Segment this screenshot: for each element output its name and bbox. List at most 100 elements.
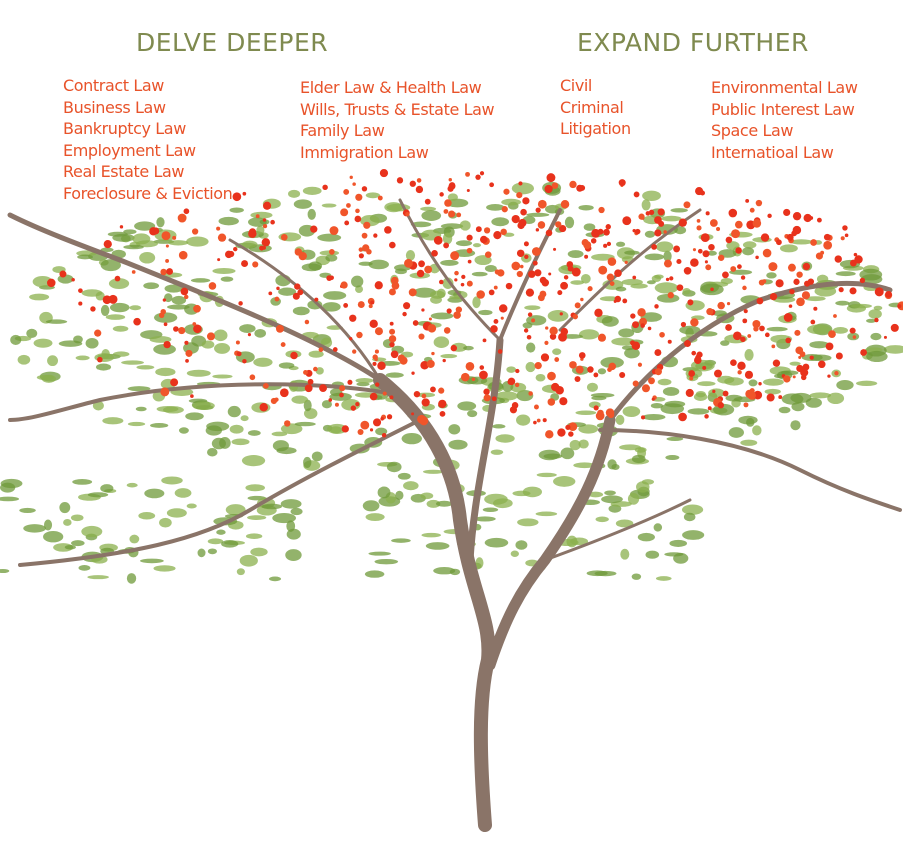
leaf-cluster <box>850 303 872 309</box>
leaf-cluster <box>430 290 446 299</box>
leaf-cluster <box>742 241 757 249</box>
leaf-cluster <box>256 225 265 235</box>
flower <box>304 384 313 393</box>
flower <box>632 275 637 280</box>
flower <box>389 341 395 348</box>
leaf-cluster <box>190 278 211 283</box>
flower <box>349 175 353 179</box>
flower <box>460 282 465 287</box>
leaf-cluster <box>866 318 877 323</box>
leaf-cluster <box>515 540 528 550</box>
leaf-cluster <box>29 293 50 301</box>
leaf-cluster <box>586 382 598 392</box>
expand-further-list-2: Environmental Law Public Interest Law Sp… <box>711 77 858 163</box>
flower <box>541 278 550 287</box>
leaf-cluster <box>218 216 239 226</box>
leaf-cluster <box>63 518 72 526</box>
flower <box>78 288 83 293</box>
flower <box>328 249 335 255</box>
leaf-cluster <box>491 217 510 227</box>
flower <box>294 283 301 290</box>
flower <box>783 313 793 322</box>
flower <box>275 324 284 333</box>
leaf-cluster <box>420 492 434 500</box>
leaf-cluster <box>164 293 173 303</box>
flower <box>792 211 802 221</box>
leaf-cluster <box>804 296 826 302</box>
leaf-cluster <box>384 202 403 213</box>
leaf-cluster <box>401 432 422 445</box>
leaf-cluster <box>621 278 643 286</box>
leaf-cluster <box>681 504 704 515</box>
leaf-cluster <box>763 378 784 386</box>
flower <box>820 250 825 255</box>
leaf-cluster <box>231 438 250 446</box>
leaf-cluster <box>615 414 625 426</box>
leaf-cluster <box>126 482 138 488</box>
flower <box>683 266 692 275</box>
flower <box>165 258 170 263</box>
leaf-cluster <box>455 240 473 247</box>
flower <box>545 229 553 237</box>
leaf-cluster <box>303 456 312 469</box>
flower <box>415 185 424 194</box>
flower <box>525 288 535 297</box>
flower <box>567 265 574 272</box>
flower <box>549 333 557 340</box>
flower <box>667 339 672 344</box>
flower <box>849 259 857 267</box>
flower <box>743 402 749 408</box>
tree-branches <box>7 198 902 832</box>
flower <box>730 359 737 367</box>
flower <box>170 378 179 387</box>
flower <box>163 322 168 327</box>
leaf-cluster <box>809 392 832 399</box>
leaf-cluster <box>586 570 608 577</box>
flower <box>448 210 456 218</box>
flower <box>163 340 171 349</box>
flower <box>697 248 703 254</box>
flower <box>252 261 259 268</box>
flower <box>689 376 694 381</box>
leaf-cluster <box>435 500 453 507</box>
leaf-cluster <box>248 217 267 227</box>
flower <box>483 227 491 234</box>
flower <box>191 228 199 235</box>
leaf-cluster <box>112 351 130 357</box>
leaf-cluster <box>707 250 717 256</box>
leaf-cluster <box>261 503 283 510</box>
flower <box>728 208 738 218</box>
leaf-cluster <box>395 268 407 275</box>
leaf-cluster <box>325 254 338 262</box>
leaf-cluster <box>294 421 316 427</box>
flower <box>47 278 56 288</box>
flower <box>793 278 800 285</box>
flower <box>593 405 599 411</box>
leaf-cluster <box>78 565 91 571</box>
flower <box>352 182 356 186</box>
leaf-cluster <box>254 328 267 338</box>
flower <box>752 319 761 329</box>
leaf-cluster <box>156 405 179 413</box>
leaf-cluster <box>492 424 506 429</box>
leaf-cluster <box>728 427 744 438</box>
leaf-cluster <box>440 259 459 266</box>
leaf-cluster <box>607 459 617 470</box>
leaf-cluster <box>578 424 599 434</box>
leaf-cluster <box>764 388 781 395</box>
flower <box>787 263 796 272</box>
flower <box>361 186 368 192</box>
leaf-cluster <box>213 329 228 342</box>
flower <box>236 351 242 357</box>
leaf-cluster <box>683 512 696 522</box>
leaf-cluster <box>654 282 679 294</box>
leaf-cluster <box>72 479 93 485</box>
flower <box>654 216 662 224</box>
flower <box>493 231 502 240</box>
flower <box>756 297 764 305</box>
leaf-cluster <box>490 449 504 455</box>
leaf-cluster <box>661 215 682 222</box>
leaf-cluster <box>472 296 481 309</box>
leaf-cluster <box>457 401 477 411</box>
leaf-cluster <box>245 484 265 492</box>
